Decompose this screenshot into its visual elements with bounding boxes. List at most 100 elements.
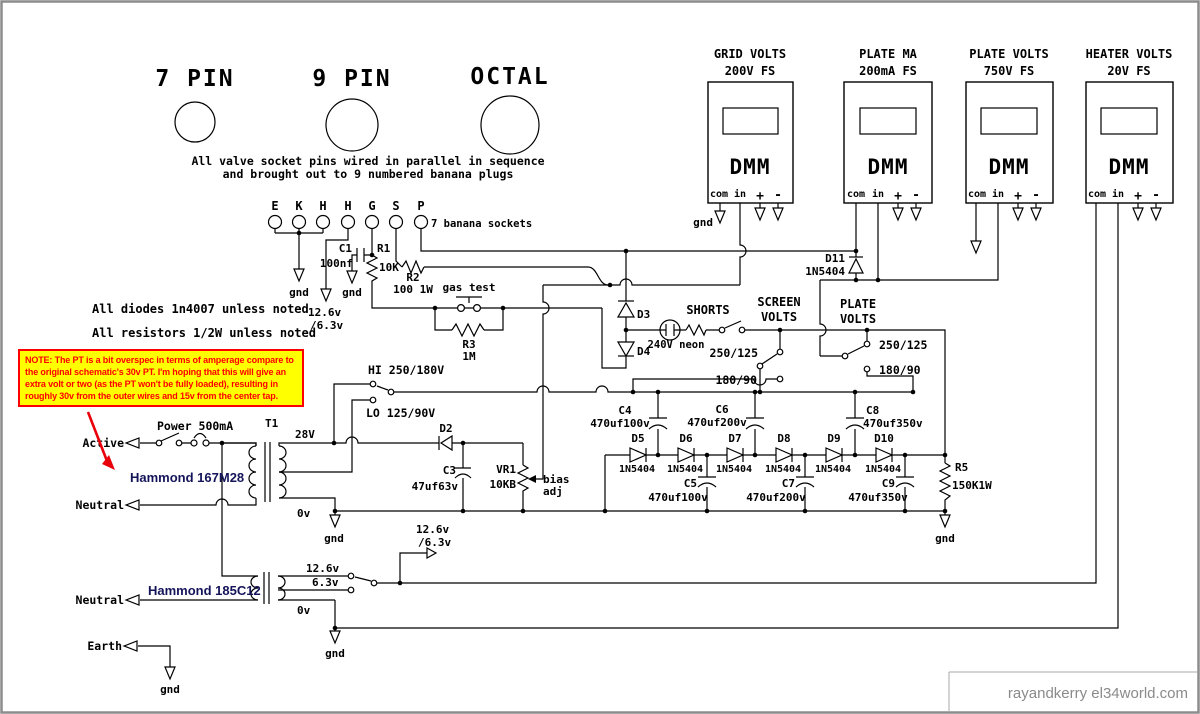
diode-d6: [677, 447, 696, 463]
gas-test-contact: [457, 304, 466, 313]
plate-250-contact: [863, 340, 871, 348]
vr1-wiper-arrow-icon: [528, 475, 536, 483]
terminal-com: com: [710, 189, 728, 200]
jack-arrow-icon: [970, 240, 982, 255]
d6-value: 1N5404: [667, 464, 703, 475]
pin-label-k: K: [295, 199, 303, 213]
label-octal: OCTAL: [470, 64, 549, 90]
gnd-arrow-icon: [939, 514, 951, 529]
wiring-note-line2: and brought out to 9 numbered banana plu…: [223, 167, 514, 181]
hi-lo-switch-lever: [376, 385, 389, 391]
terminal-minus: -: [1032, 188, 1040, 203]
banana-socket-g: [364, 214, 380, 230]
gas-test-label: gas test: [443, 281, 496, 294]
socket-9pin-icon: [325, 98, 379, 152]
shorts-switch-contact: [718, 326, 726, 334]
pt-note-callout: NOTE: The PT is a bit overspec in terms …: [18, 349, 304, 407]
meter-fs: 750V FS: [984, 64, 1035, 78]
d8-label: D8: [777, 432, 790, 445]
plate-180-label: 180/90: [879, 363, 921, 377]
hi-contact: [369, 380, 377, 388]
meter-body: [843, 81, 933, 204]
gnd-arrow-icon: [164, 666, 176, 681]
diode-d4: [616, 341, 636, 358]
c1-value: 100nf: [320, 257, 353, 270]
diode-d7: [726, 447, 745, 463]
gnd-label: gnd: [160, 683, 180, 696]
screen-pole: [756, 362, 764, 370]
d11-label: D11: [825, 252, 845, 265]
c4-value: 470uf100v: [590, 417, 650, 430]
pin-label-s: S: [392, 199, 399, 213]
watermark-text: rayandkerry el34world.com: [1008, 685, 1188, 702]
c1-label: C1: [339, 242, 353, 255]
hammond-167m28-label: Hammond 167M28: [130, 470, 244, 485]
d10-value: 1N5404: [865, 464, 901, 475]
pin-label-e: E: [271, 199, 278, 213]
resistor-shorts: [685, 323, 707, 337]
gnd-arrow-icon: [329, 630, 341, 645]
transformer-t1: [222, 442, 287, 502]
screen-volts-label: SCREEN: [757, 295, 800, 309]
transformer-185c12: [250, 572, 286, 604]
gas-test-button-plunger: [456, 296, 482, 303]
shorts-switch-lever: [724, 320, 742, 329]
banana-socket-h1: [315, 214, 331, 230]
r2-label: R2: [406, 271, 419, 284]
meter-fs: 200mA FS: [859, 64, 917, 78]
neon-label: 240V neon: [648, 339, 705, 351]
capacitor-c4: [648, 417, 668, 430]
d5-value: 1N5404: [619, 464, 655, 475]
plate-switch-lever: [847, 345, 865, 355]
capacitor-c8: [845, 417, 865, 430]
d9-value: 1N5404: [815, 464, 851, 475]
r5-value: 150K1W: [952, 479, 992, 492]
meter-fs: 200V FS: [725, 64, 776, 78]
watermark-box: rayandkerry el34world.com: [948, 671, 1197, 712]
heater-conn-label: 12.6v: [308, 306, 341, 319]
capacitor-c6: [745, 417, 765, 430]
terminal-minus: -: [1152, 188, 1160, 203]
diode-d9: [825, 447, 844, 463]
jack-arrow-icon: [910, 207, 922, 222]
arrow-layer: [122, 207, 1162, 681]
terminal-plus: +: [894, 189, 902, 204]
shorts-switch-contact: [738, 326, 746, 334]
bias-adj-label: adj: [543, 485, 563, 498]
diode-d2: [438, 434, 453, 452]
power-switch-lever: [160, 432, 180, 442]
v0-label: 0v: [297, 507, 311, 520]
terminal-in: in: [872, 188, 884, 200]
terminal-minus: -: [774, 188, 782, 203]
jack-arrow-icon: [772, 207, 784, 222]
terminal-plus: +: [756, 189, 764, 204]
gnd-label: gnd: [324, 532, 344, 545]
heater-conn-label: /6.3v: [310, 319, 343, 332]
c7-label: C7: [782, 477, 795, 490]
hammond-185c12-label: Hammond 185C12: [148, 583, 261, 598]
pin-label-g: G: [368, 199, 375, 213]
meter-plate-volts: PLATE VOLTS 750V FS DMM com in + -: [965, 47, 1054, 204]
note-resistors: All resistors 1/2W unless noted: [92, 326, 316, 340]
fuse-icon: [193, 432, 207, 439]
capacitor-c7: [795, 476, 815, 488]
screen-switch-lever: [761, 353, 778, 365]
potentiometer-vr1: [516, 464, 530, 493]
heater-126-contact: [347, 572, 355, 580]
pin-label-h2: H: [344, 199, 351, 213]
power-switch-contact: [155, 439, 163, 447]
neutral-arrow-icon: [124, 594, 140, 606]
wire-layer: [138, 203, 1157, 667]
capacitor-c9: [895, 476, 915, 488]
gas-test-contact: [473, 304, 482, 313]
meter-fs: 20V FS: [1107, 64, 1150, 78]
meter-display: [859, 107, 917, 135]
label-7pin: 7 PIN: [155, 66, 234, 92]
terminal-com: com: [847, 189, 865, 200]
meter-dmm-label: DMM: [1109, 155, 1150, 179]
v28-label: 28V: [295, 428, 315, 441]
hi-lo-pole: [387, 388, 395, 396]
diode-d8: [775, 447, 794, 463]
plate-250-label: 250/125: [879, 338, 928, 352]
power-switch-label: Power 500mA: [157, 419, 233, 433]
